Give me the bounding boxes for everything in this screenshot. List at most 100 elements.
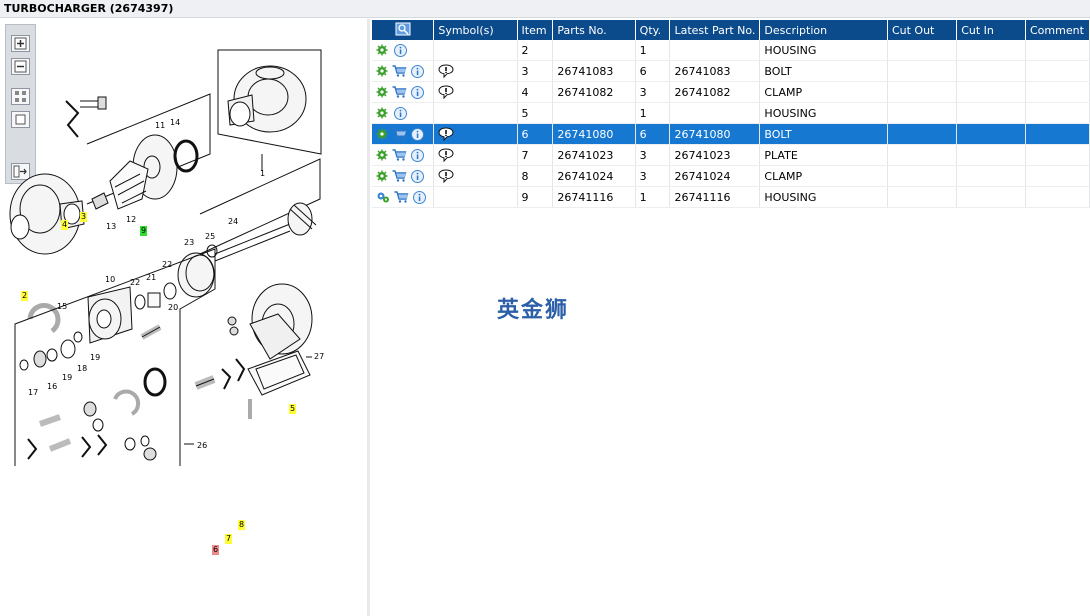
callout-8[interactable]: 8 [238, 520, 246, 530]
symbols-cell [433, 40, 518, 61]
info-icon[interactable] [413, 190, 426, 204]
info-icon[interactable] [394, 106, 407, 120]
parts-no-cell: 26741024 [552, 165, 636, 187]
qty-cell: 1 [635, 102, 671, 124]
callout-9[interactable]: 9 [140, 226, 148, 236]
callout-7[interactable]: 7 [225, 534, 233, 544]
callout-5[interactable]: 5 [289, 404, 297, 414]
drawing-label-14: 14 [170, 118, 180, 127]
cut-in-cell [956, 40, 1026, 61]
comment-cell [1025, 165, 1090, 187]
gear-icon[interactable] [376, 107, 388, 119]
latest-part-no-cell: 26741116 [669, 186, 761, 208]
shopping-cart-icon[interactable] [392, 128, 407, 140]
column-header-description[interactable]: Description [759, 20, 888, 40]
qty-cell: 3 [635, 81, 671, 103]
cut-in-cell [956, 165, 1026, 187]
exploded-parts-drawing[interactable]: 1 11 14 13 12 24 25 23 22 21 22 10 20 15… [0, 19, 367, 466]
column-header-latest-part-no[interactable]: Latest Part No. [669, 20, 761, 40]
drawing-label-17: 17 [28, 388, 38, 397]
cut-out-cell [887, 123, 958, 145]
description-cell: BOLT [759, 123, 888, 145]
row-action-icons [376, 145, 429, 165]
shopping-cart-icon[interactable] [394, 191, 409, 203]
symbols-cell [433, 186, 518, 208]
remark-bubble-icon[interactable] [438, 126, 454, 141]
shopping-cart-icon[interactable] [392, 65, 407, 77]
qty-cell: 1 [635, 186, 671, 208]
shopping-cart-icon[interactable] [392, 170, 407, 182]
callout-3[interactable]: 3 [80, 212, 88, 222]
search-icon[interactable] [395, 22, 411, 36]
fit-all-button[interactable] [11, 88, 30, 105]
description-cell: HOUSING [759, 186, 888, 208]
gear-icon[interactable] [376, 170, 388, 182]
gear-icon[interactable] [376, 65, 388, 77]
info-icon[interactable] [411, 127, 424, 141]
shopping-cart-icon[interactable] [392, 86, 407, 98]
description-cell: PLATE [759, 144, 888, 166]
column-header-parts-no[interactable]: Parts No. [552, 20, 636, 40]
remark-bubble-icon[interactable] [438, 168, 454, 183]
column-header-cut-in[interactable]: Cut In [956, 20, 1026, 40]
zoom-in-button[interactable] [11, 35, 30, 52]
drawing-label-19b: 19 [62, 373, 72, 382]
info-icon[interactable] [411, 169, 424, 183]
latest-part-no-cell: 26741023 [669, 144, 761, 166]
parts-no-cell: 26741080 [552, 123, 636, 145]
gear-icon[interactable] [376, 86, 388, 98]
drawing-pane[interactable]: 1 11 14 13 12 24 25 23 22 21 22 10 20 15… [0, 19, 367, 616]
latest-part-no-cell [669, 102, 761, 124]
column-header-comment[interactable]: Comment [1025, 20, 1090, 40]
export-list-button[interactable] [11, 163, 30, 180]
cut-in-cell [956, 144, 1026, 166]
info-icon[interactable] [411, 148, 424, 162]
actual-size-button[interactable] [11, 111, 30, 128]
column-header-cut-out[interactable]: Cut Out [887, 20, 958, 40]
page-title: TURBOCHARGER (2674397) [4, 2, 174, 15]
gear-icon[interactable] [376, 128, 388, 140]
latest-part-no-cell: 26741083 [669, 60, 761, 82]
remark-bubble-icon[interactable] [438, 63, 454, 78]
row-actions-cell [372, 165, 435, 187]
description-cell: HOUSING [759, 102, 888, 124]
shopping-cart-icon[interactable] [392, 149, 407, 161]
callout-6[interactable]: 6 [212, 545, 220, 555]
gear-icon[interactable] [376, 44, 388, 56]
drawing-label-15: 15 [57, 302, 67, 311]
latest-part-no-cell: 26741080 [669, 123, 761, 145]
symbols-cell [433, 60, 518, 82]
remark-bubble-icon[interactable] [438, 147, 454, 162]
column-header-qty[interactable]: Qty. [635, 20, 671, 40]
column-header-symbols[interactable]: Symbol(s) [433, 20, 518, 40]
column-header-tools[interactable] [372, 20, 435, 40]
pane-splitter[interactable] [367, 19, 370, 616]
callout-4[interactable]: 4 [61, 220, 69, 230]
zoom-out-button[interactable] [11, 58, 30, 75]
gear-icon[interactable] [376, 149, 388, 161]
callout-2[interactable]: 2 [21, 291, 29, 301]
gears-icon[interactable] [376, 191, 390, 203]
row-action-icons [376, 124, 429, 144]
row-action-icons [376, 166, 429, 186]
info-icon[interactable] [411, 85, 424, 99]
list-export-icon [13, 165, 27, 178]
symbols-cell [433, 123, 518, 145]
cut-out-cell [887, 102, 958, 124]
info-icon[interactable] [411, 64, 424, 78]
remark-bubble-icon[interactable] [438, 84, 454, 99]
latest-part-no-cell: 26741082 [669, 81, 761, 103]
column-header-item[interactable]: Item [517, 20, 554, 40]
info-icon[interactable] [394, 43, 407, 57]
parts-table: Symbol(s) Item Parts No. Qty. Latest Par… [372, 20, 1090, 208]
drawing-toolbar [5, 24, 36, 184]
row-action-icons [376, 187, 429, 207]
